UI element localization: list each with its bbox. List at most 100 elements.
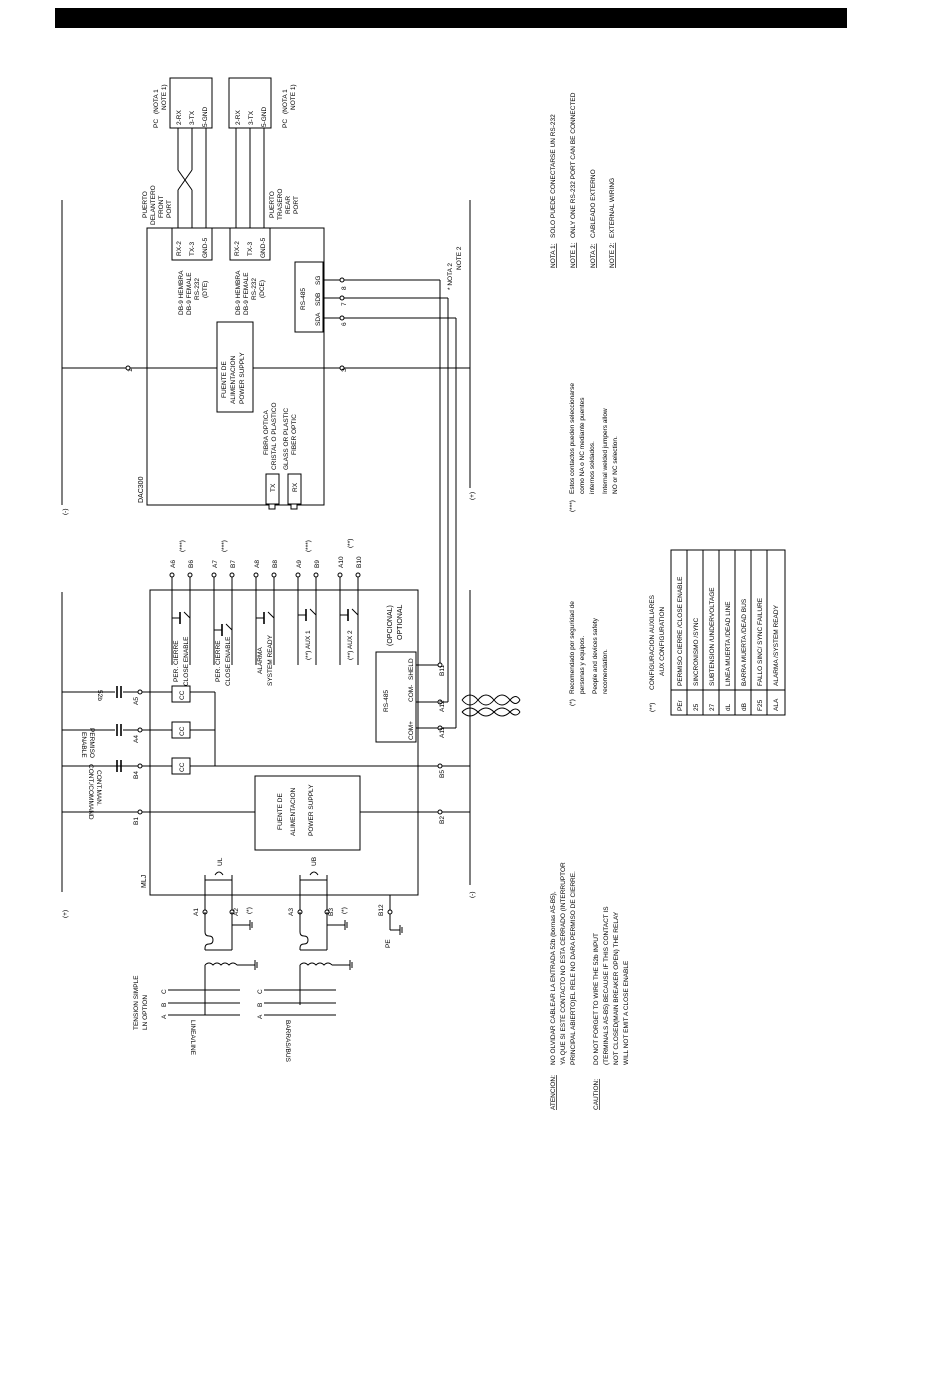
terminal-label: B1 — [133, 817, 140, 825]
aux-table-code: PEr — [677, 699, 684, 711]
terminal-label: B11 — [439, 665, 446, 676]
cc-input-1 — [171, 685, 191, 703]
mlj-rs485 — [375, 651, 417, 743]
power-supply-label: POWER SUPPLY — [239, 352, 246, 404]
safety-note: Recomendado por seguridad de — [569, 601, 576, 694]
relay-label: PER. CIERRE — [173, 640, 180, 682]
relay-label: PER. CIERRE — [215, 640, 222, 682]
safety-note: People and devices safety — [592, 617, 599, 694]
atencion-text: PRINCIPAL ABIERTO)EL RELE NO DARA PERMIS… — [570, 871, 577, 1065]
front-port-label: DELANTERO — [150, 185, 157, 225]
rs485-label: RS-485 — [300, 288, 307, 310]
contacts-note: Internal welded jumpers allow — [602, 408, 609, 494]
dac300-rs485 — [294, 261, 324, 333]
nota1-text: SOLO PUEDE CONECTARSE UN RS-232 — [550, 114, 557, 238]
db9-dte-label: (DTE) — [202, 281, 209, 298]
contacts-marker: (***) — [569, 500, 576, 512]
cc-input-3 — [171, 757, 191, 775]
mlj-model-label: MLJ — [141, 875, 148, 888]
rs485-pin: SHELD — [408, 658, 415, 680]
pc-pin: 3-TX — [189, 110, 196, 125]
atencion-label: ATENCION: — [550, 1075, 557, 1110]
port-pin: TX-3 — [189, 242, 196, 256]
triple-star-marker: (***) — [221, 540, 228, 552]
terminal-label: A3 — [288, 908, 295, 916]
terminal-label: A7 — [212, 560, 219, 568]
terminal-label: A4 — [133, 735, 140, 743]
aux-table-desc: ALARMA /SYSTEM READY — [773, 604, 780, 686]
linea-label: LINEA/LINE — [189, 1020, 196, 1056]
input-contman-label: CONT.MAN. — [95, 770, 102, 806]
terminal-label: B5 — [439, 770, 446, 778]
pe-label: PE — [385, 939, 392, 948]
caution-text: WILL NOT EMIT A CLOSE ENABLE — [623, 960, 630, 1065]
nota1-label: (NOTA 1 — [153, 89, 160, 114]
db9-dte-label: DB-9 HEMBRA — [178, 270, 185, 315]
port-pin: RX-2 — [176, 241, 183, 256]
fiber-label: CRISTAL O PLASTICO — [271, 402, 278, 470]
caution-text: NOT CLOSED(MAIN BREAKER OPEN) THE RELAY — [613, 911, 620, 1065]
safety-note: personas y equipos. — [579, 636, 586, 694]
optional-label: (OPCIONAL) — [387, 605, 394, 646]
fiber-label: FIBRA OPTICA — [263, 410, 270, 455]
rs485-label: RS-485 — [383, 690, 390, 712]
phase-label: B — [257, 1003, 264, 1007]
aux-table-desc: BARRA MUERTA /DEAD BUS — [741, 598, 748, 686]
rear-port-label: TRASERO — [277, 189, 284, 220]
db9-dte-label: DB-9 FEMALE — [186, 272, 193, 315]
pc-pin: 5-GND — [202, 106, 209, 127]
rs485-pin-label: SG — [315, 276, 322, 285]
pin-number: 6 — [341, 322, 348, 326]
terminal-label: A8 — [254, 560, 261, 568]
rear-port-label: REAR — [285, 196, 292, 214]
input-52b-label: 52b — [96, 690, 103, 701]
pc-pin: 2-RX — [176, 110, 183, 125]
note1-text: ONLY ONE RS-232 PORT CAN BE CONNECTED — [570, 92, 577, 238]
db9-dte-label: RS-232 — [194, 278, 201, 300]
contacts-note: internos soldados. — [589, 441, 596, 494]
nota2-text: CABLEADO EXTERNO — [590, 169, 597, 238]
nota2-label: * NOTA 2 — [447, 263, 454, 290]
db9-dce-label: RS-232 — [251, 278, 258, 300]
caution-label: CAUTION: — [593, 1079, 600, 1110]
db9-dce-label: (DCE) — [259, 280, 266, 298]
power-supply-label: FUENTE DE — [277, 793, 284, 831]
contacts-note: Estos contactos pueden seleccionarse — [569, 383, 576, 494]
rear-port-label: PORT — [293, 196, 300, 214]
mlj-device: (+) MLJ FUENTE DE ALIMENTACION POWER SUP… — [61, 539, 476, 1063]
aux-table-desc: SUBTENSION /UNDERVOLTAGE — [709, 587, 716, 686]
atencion-text: NO OLVIDAR CABLEAR LA ENTRADA 52b (borna… — [550, 891, 557, 1065]
nota1-label: NOTE 1) — [161, 84, 168, 110]
terminal-label: B12 — [378, 904, 385, 916]
cc-label: CC — [179, 726, 186, 736]
pc-pin: 2-RX — [235, 110, 242, 125]
safety-marker: (*) — [569, 699, 576, 706]
ub-label: UB — [311, 857, 318, 866]
star-marker: (*) — [341, 907, 348, 914]
phase-label: C — [161, 989, 168, 994]
aux-title: CONFIGURACION AUXILIARES — [649, 594, 656, 690]
terminal-label: B2 — [439, 816, 446, 824]
ul-label: UL — [217, 857, 224, 866]
fiber-rx-label: RX — [292, 482, 299, 492]
aux-table-code: ALA — [773, 698, 780, 711]
relay-label: (**) AUX 2 — [347, 630, 354, 660]
tension-label: LN OPTION — [142, 995, 149, 1030]
terminal-label: B10 — [356, 556, 363, 568]
aux-table-code: 25 — [693, 703, 700, 711]
front-port-label: FRONT — [158, 196, 165, 218]
fiber-label: FIBER OPTIC — [291, 414, 298, 455]
input-enable-label: ENABLE — [80, 732, 87, 758]
terminal-label: B6 — [188, 560, 195, 568]
cc-label: CC — [179, 690, 186, 700]
input-permiso-label: PERMISO — [88, 728, 95, 758]
relay-label: ALARMA — [257, 647, 264, 674]
mlj-power-supply — [254, 775, 361, 851]
power-supply-label: ALIMENTACION — [230, 355, 237, 404]
port-pin: RX-2 — [234, 241, 241, 256]
pc-front-connector — [169, 77, 213, 129]
header-bar — [55, 8, 847, 28]
aux-table-desc: SINCRONISMO /SYNC — [693, 617, 700, 686]
triple-star-marker: (***) — [305, 540, 312, 552]
rs485-pin: COM- — [408, 685, 415, 702]
